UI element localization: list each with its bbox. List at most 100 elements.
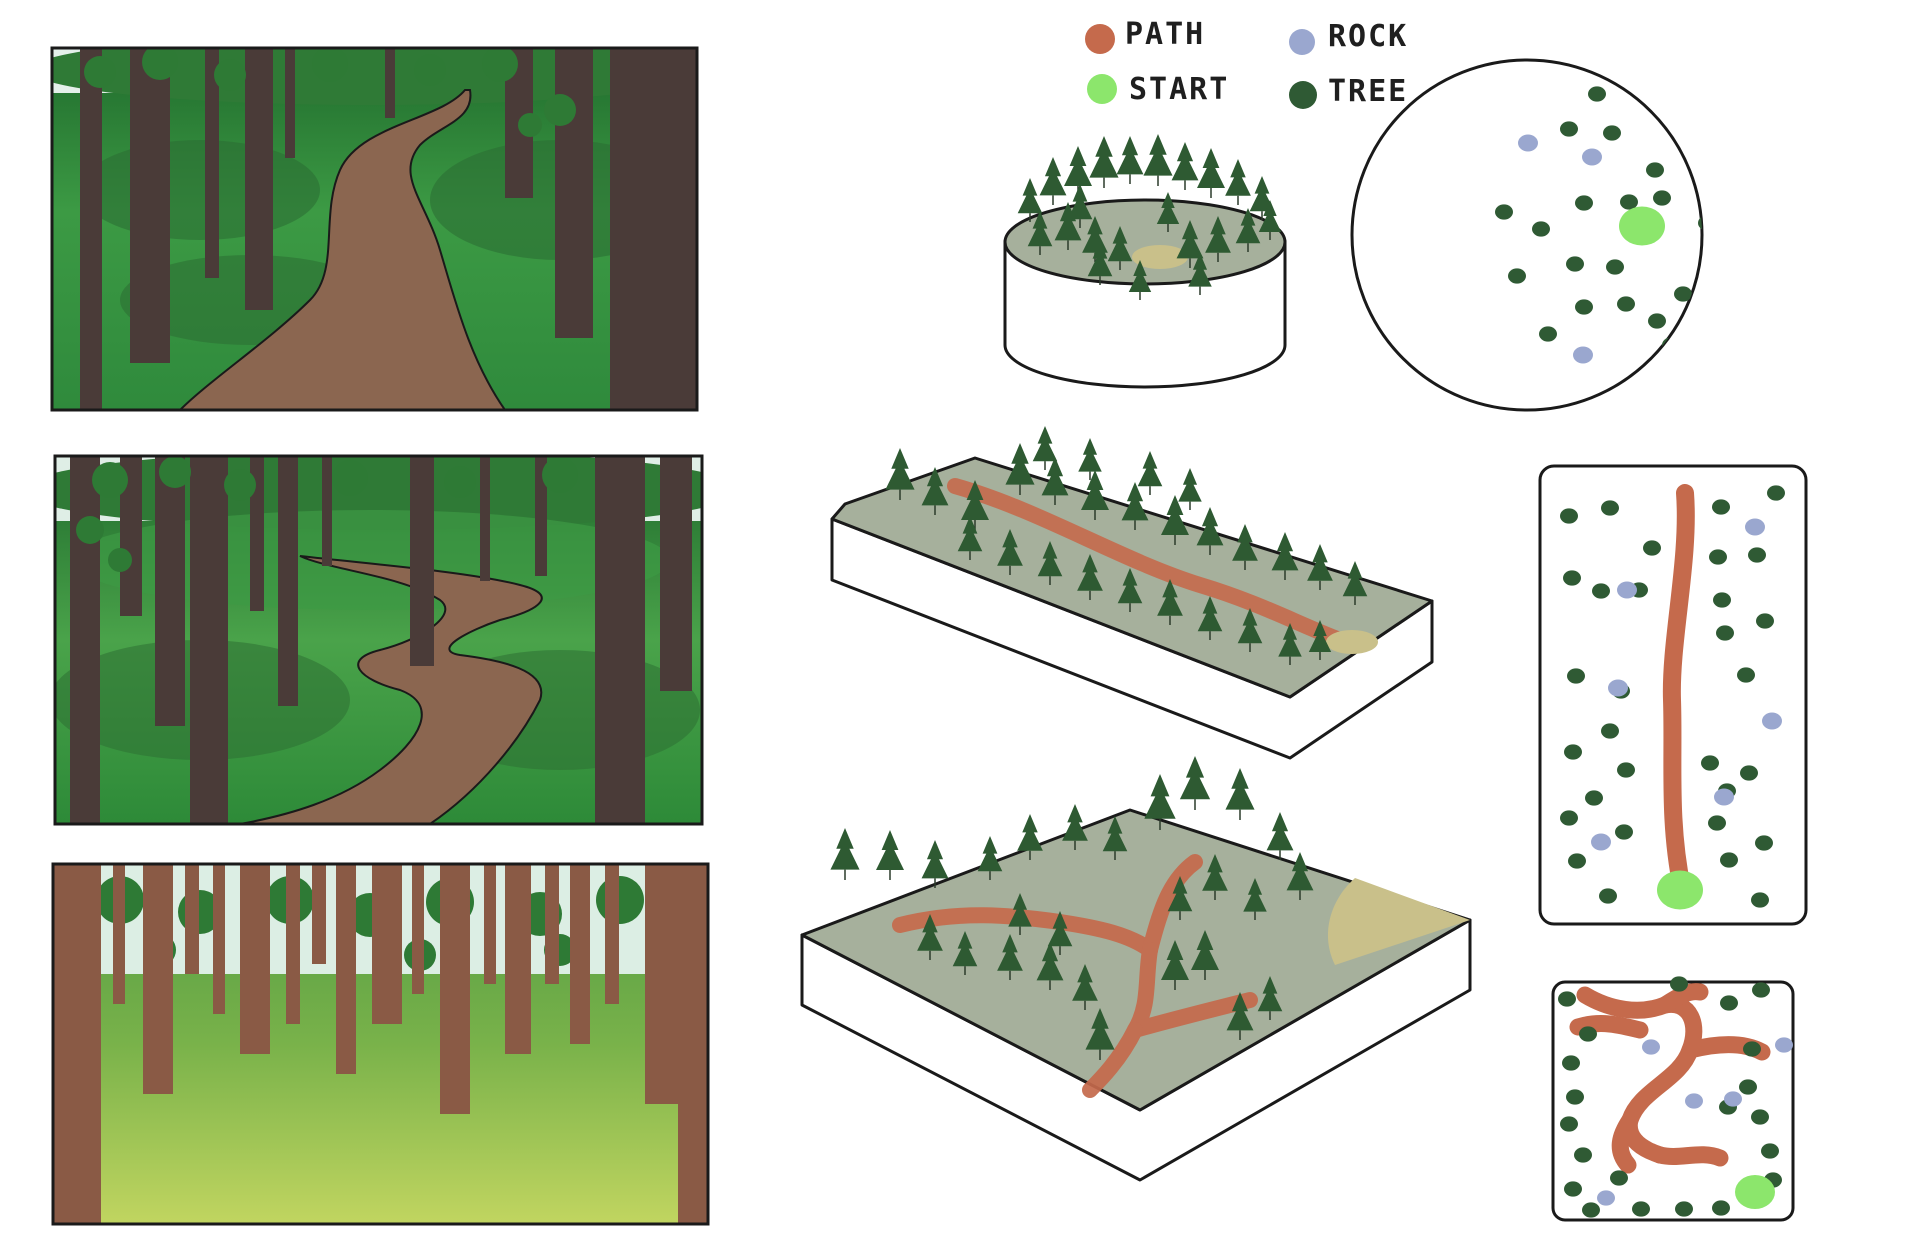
tree-marker [1539, 326, 1557, 342]
pine-tree-icon [1167, 876, 1193, 912]
tree-trunk [410, 456, 434, 666]
legend: PATH ROCK START TREE [1085, 17, 1406, 109]
map-circle [1350, 58, 1806, 412]
dirt-path [947, 478, 1348, 648]
tree-trunk [336, 864, 356, 1074]
rock-marker [1608, 679, 1628, 697]
tree-marker [1723, 150, 1741, 165]
diorama-trees [885, 426, 1368, 665]
pine-tree-icon [1017, 178, 1043, 214]
tree-trunk [595, 456, 645, 824]
pine-tree-icon [1161, 940, 1189, 980]
tree-trunk [605, 864, 619, 1004]
tree-trunk [245, 48, 273, 310]
pine-tree-icon [1085, 1008, 1115, 1050]
tree-marker [1558, 991, 1576, 1007]
tree-marker [1720, 995, 1738, 1011]
rock-marker [1714, 788, 1734, 806]
tree-trunk [372, 864, 402, 1024]
tree-marker [1661, 72, 1679, 88]
start-swatch [1087, 74, 1117, 104]
pine-tree-icon [1307, 544, 1333, 581]
pine-tree-icon [1128, 260, 1152, 292]
pine-tree-icon [1032, 426, 1058, 462]
pine-tree-icon [921, 840, 949, 879]
path-marker [1569, 983, 1771, 1174]
pine-tree-icon [1308, 620, 1332, 652]
pine-tree-icon [1041, 457, 1069, 496]
pine-tree-icon [1191, 930, 1219, 970]
pine-tree-icon [1271, 532, 1299, 571]
pine-tree-icon [1197, 596, 1223, 632]
tree-marker [1653, 190, 1671, 206]
rock-marker [1775, 1037, 1793, 1053]
tree-marker [1743, 1041, 1761, 1057]
tree-marker [1751, 892, 1769, 908]
tree-marker [1708, 815, 1726, 831]
tree-trunk [440, 864, 470, 1114]
tree-trunk [278, 456, 298, 706]
rock-marker [1657, 375, 1677, 393]
pine-tree-icon [957, 516, 983, 552]
tree-trunk [385, 48, 395, 118]
tree-marker [1601, 723, 1619, 739]
tree-marker [1767, 305, 1785, 320]
rock-marker [1597, 1190, 1615, 1206]
pine-tree-icon [1232, 524, 1258, 561]
tree-trunk [205, 48, 219, 278]
tree-marker [1574, 1147, 1592, 1163]
pine-tree-icon [1243, 878, 1267, 912]
sketch-zigzag-path [53, 454, 704, 826]
start-marker [1735, 1175, 1775, 1209]
tree-marker [1563, 570, 1581, 586]
pine-tree-icon [1054, 202, 1082, 241]
rock-marker [1717, 290, 1737, 307]
legend-label-start: START [1129, 72, 1229, 107]
tree-marker [1718, 287, 1736, 302]
pine-tree-icon [1037, 541, 1063, 577]
pine-tree-icon [1027, 211, 1053, 247]
tree-trunk [678, 864, 708, 1224]
tree-marker [1564, 1181, 1582, 1197]
tree-marker [1722, 247, 1740, 262]
pine-tree-icon [1078, 438, 1102, 472]
tree-marker [1737, 667, 1755, 683]
map-outline [1350, 58, 1704, 412]
tree-trunk [610, 48, 697, 410]
tree-trunk [155, 456, 185, 726]
tree-marker [1739, 1079, 1757, 1095]
tree-marker [1788, 264, 1806, 279]
tree-marker [1601, 500, 1619, 516]
pine-tree-icon [1072, 964, 1098, 1001]
pine-tree-icon [952, 931, 978, 967]
rock-marker [1617, 581, 1637, 599]
tree-marker [1716, 625, 1734, 641]
tree-trunk [412, 864, 424, 994]
rock-marker [1735, 205, 1755, 222]
rock-swatch [1289, 29, 1315, 55]
tree-marker [1599, 888, 1617, 904]
tree-marker [1585, 790, 1603, 806]
map-markers [1558, 976, 1793, 1218]
tree-marker [1560, 508, 1578, 524]
tree-marker [1748, 547, 1766, 563]
pine-tree-icon [961, 480, 989, 520]
diorama-straight-path [830, 426, 1434, 760]
pine-tree-icon [1176, 220, 1204, 259]
pine-tree-icon [1225, 768, 1255, 810]
legend-item-start: START [1087, 72, 1229, 107]
pine-tree-icon [1258, 200, 1282, 232]
pine-tree-icon [830, 828, 860, 870]
pine-tree-icon [1107, 226, 1133, 262]
pine-tree-icon [1278, 623, 1302, 657]
map-branching-path [1551, 976, 1795, 1222]
tree-marker [1643, 540, 1661, 556]
pine-tree-icon [1226, 992, 1254, 1031]
pine-tree-icon [1342, 561, 1368, 597]
pine-tree-icon [1205, 216, 1231, 253]
tree-marker [1592, 583, 1610, 599]
pine-tree-icon [1235, 208, 1261, 244]
pine-tree-icon [917, 914, 943, 951]
tree-marker [1632, 1201, 1650, 1217]
pine-tree-icon [1197, 148, 1225, 188]
